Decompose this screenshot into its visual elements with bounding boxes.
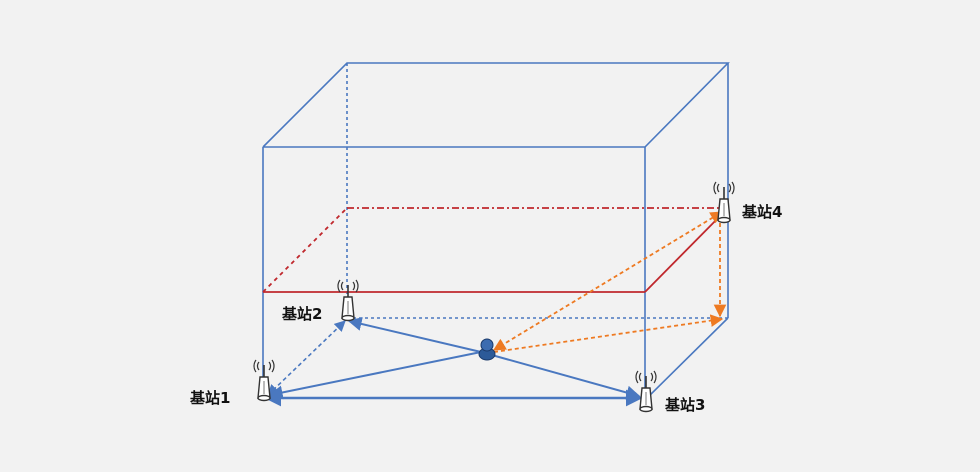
arrow-tag-bs3: [480, 351, 641, 400]
arrow-tag-bs4: [492, 211, 724, 351]
station-label-2: 基站2: [281, 305, 322, 323]
antenna-base-station-icon: [713, 181, 735, 224]
arrow-tag-floor: [493, 314, 724, 353]
station-label-3: 基站3: [664, 396, 705, 414]
box-hidden-edges: [346, 63, 728, 319]
arrow-tag-bs2: [347, 317, 482, 353]
antenna-base-station-icon: [337, 279, 359, 322]
person-tag-icon: [478, 338, 496, 361]
station-label-1: 基站1: [189, 389, 230, 407]
orange-arrows: [492, 211, 727, 353]
box-visible-edges: [262, 62, 730, 401]
arrow-tag-bs1: [268, 351, 482, 400]
blue-arrows: [264, 317, 643, 407]
station-label-4: 基站4: [741, 203, 782, 221]
arrow-bs1-bs2: [267, 320, 346, 396]
